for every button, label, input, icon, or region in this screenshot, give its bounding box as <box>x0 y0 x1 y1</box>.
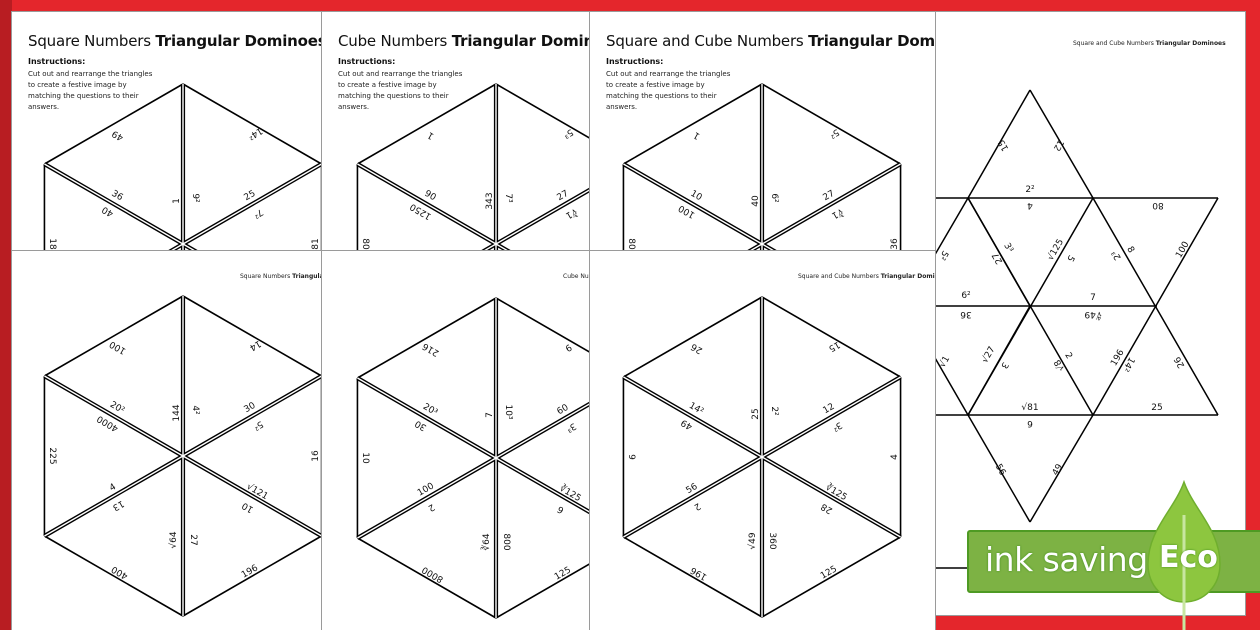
title-regular: Square Numbers <box>28 32 156 50</box>
page-header: Square Numbers Triangular D <box>240 273 322 280</box>
title-bold: Triangular Dominoes <box>808 32 935 50</box>
star-label: 25 <box>1151 403 1163 413</box>
domino-label: 27 <box>188 534 198 546</box>
page-title: Cube Numbers Triangular Dominoes <box>338 32 590 50</box>
domino-label: 18 <box>47 238 57 250</box>
hexagon-dominoes <box>356 297 590 619</box>
domino-label: √64 <box>169 531 179 549</box>
background-edge <box>0 0 12 630</box>
domino-label: 225 <box>47 447 57 465</box>
hexagon-dominoes <box>43 295 322 617</box>
instructions-text: Cut out and rearrange the triangles to c… <box>338 70 463 111</box>
page-header: Cube Nu <box>563 273 589 280</box>
domino-label: 6² <box>769 193 779 203</box>
domino-label: 1 <box>172 198 182 204</box>
instructions-heading: Instructions: <box>28 57 86 66</box>
header-bold: Triangular Dominoes <box>1155 40 1226 47</box>
hexagon-dominoes <box>43 83 322 251</box>
domino-label: 7 <box>485 412 495 418</box>
domino-label: 2² <box>769 406 779 416</box>
domino-label: 800 <box>501 533 511 551</box>
title-regular: Cube Numbers <box>338 32 452 50</box>
domino-label: √49 <box>748 532 758 550</box>
instructions-text: Cut out and rearrange the triangles to c… <box>28 70 153 111</box>
domino-label: 40 <box>751 195 761 207</box>
page-title: Square Numbers Triangular Dominoes <box>28 32 322 50</box>
star-label: √81 <box>1021 403 1039 413</box>
domino-label: 36 <box>890 238 900 250</box>
star-dominoes <box>935 89 1219 569</box>
domino-label: 10 <box>360 452 370 464</box>
eco-label: Eco <box>1159 540 1218 575</box>
worksheet-page-square-cube: Square and Cube Numbers Triangular Domin… <box>590 12 935 251</box>
ink-saving-text: ink saving <box>985 540 1148 579</box>
header-bold: Triangular Dominoes <box>880 273 935 280</box>
header-regular: Cube Nu <box>563 273 589 280</box>
hexagon-dominoes <box>622 83 902 251</box>
star-label: 6 <box>1027 418 1033 428</box>
header-regular: Square and Cube Numbers <box>798 273 881 280</box>
title-regular: Square and Cube Numbers <box>606 32 809 50</box>
header-bold: Triangular D <box>292 273 322 280</box>
header-regular: Square and Cube Numbers <box>1073 40 1156 47</box>
worksheet-page-square-cutout: Square Numbers Triangular D100141444²20²… <box>12 251 322 630</box>
domino-label: 81 <box>311 238 321 250</box>
hexagon-dominoes <box>356 83 590 251</box>
title-bold: Triangular Dominoes <box>155 32 322 50</box>
domino-label: 9 <box>626 454 636 460</box>
star-label: 6² <box>961 291 971 301</box>
star-label: 7 <box>1090 293 1096 303</box>
domino-label: 80 <box>360 238 370 250</box>
domino-label: 360 <box>767 532 777 550</box>
instructions-heading: Instructions: <box>606 57 664 66</box>
domino-label: 7³ <box>503 193 513 203</box>
star-label: 2² <box>1025 185 1035 195</box>
domino-label: 343 <box>485 192 495 210</box>
worksheet-page-square-cube-cutout: Square and Cube Numbers Triangular Domin… <box>590 251 935 630</box>
title-bold: Triangular Dominoes <box>451 32 590 50</box>
domino-label: 9² <box>190 193 200 203</box>
star-label: 4 <box>1027 200 1033 210</box>
page-title: Square and Cube Numbers Triangular Domin… <box>606 32 935 50</box>
instructions-text: Cut out and rearrange the triangles to c… <box>606 70 731 111</box>
domino-label: 4² <box>190 405 200 415</box>
domino-label: ∛64 <box>482 533 492 551</box>
domino-label: 80 <box>626 238 636 250</box>
eco-leaf-icon <box>1147 480 1221 630</box>
star-label: ∜49 <box>1084 309 1102 319</box>
star-label: 80 <box>1152 200 1164 210</box>
worksheet-page-star: Square and Cube Numbers Triangular Domin… <box>935 12 1245 615</box>
domino-label: 4 <box>890 454 900 460</box>
worksheet-page-cube: Cube Numbers Triangular DominoesInstruct… <box>322 12 590 251</box>
instructions-heading: Instructions: <box>338 57 396 66</box>
domino-label: 10³ <box>503 404 513 420</box>
star-label: 36 <box>960 309 972 319</box>
hexagon-dominoes <box>622 296 902 618</box>
domino-label: 16 <box>311 450 321 462</box>
domino-label: 25 <box>751 408 761 420</box>
page-header: Square and Cube Numbers Triangular Domin… <box>1073 40 1226 47</box>
domino-label: 144 <box>172 404 182 422</box>
page-header: Square and Cube Numbers Triangular Domin… <box>798 273 935 280</box>
header-regular: Square Numbers <box>240 273 293 280</box>
